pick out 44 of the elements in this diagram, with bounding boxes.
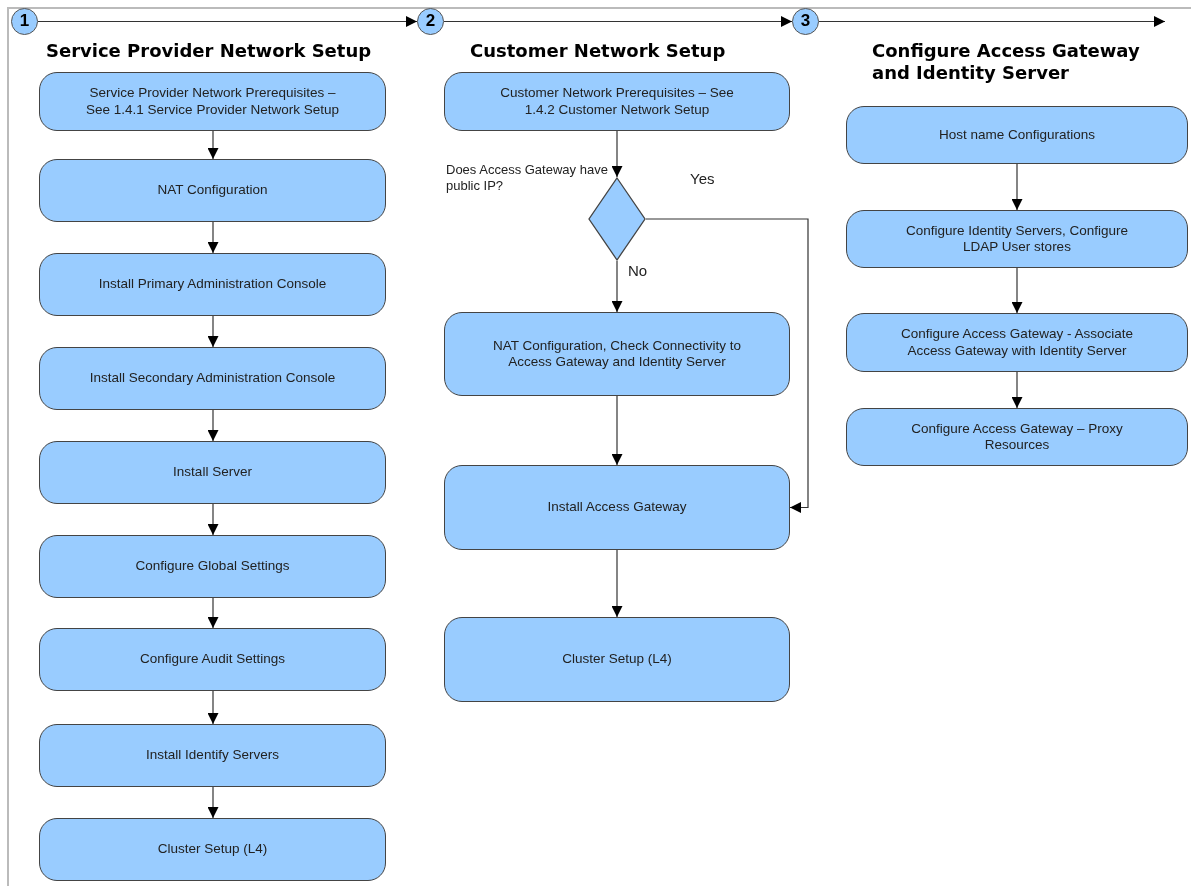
arrow [611,395,623,466]
process-box: Customer Network Prerequisites – See 1.4.2 Customer Network Setup [444,72,790,131]
question-text: Does Access Gateway have public IP? [446,162,609,194]
arrow [1011,371,1023,409]
arrow [207,690,219,725]
step-number-circle: 3 [792,8,819,35]
arrow [207,130,219,160]
arrow [611,260,623,313]
process-box: Install Access Gateway [444,465,790,550]
decision-diamond [588,177,646,261]
step-number-circle: 2 [417,8,444,35]
process-box: Install Primary Administration Console [39,253,386,316]
process-box: Configure Identity Servers, Configure LDAP User stores [846,210,1188,268]
step-number-circle: 1 [11,8,38,35]
process-box: NAT Configuration [39,159,386,222]
arrow [611,549,623,618]
process-box: Install Server [39,441,386,504]
process-box: Configure Audit Settings [39,628,386,691]
arrow [207,503,219,536]
arrow [207,409,219,442]
arrow [611,130,623,178]
arrow [443,16,793,27]
arrow [818,16,1166,27]
process-box: NAT Configuration, Check Connectivity to Access Gateway and Identity Server [444,312,790,396]
process-box: Host name Configurations [846,106,1188,164]
process-box: Install Identify Servers [39,724,386,787]
arrow [207,597,219,629]
process-box: Cluster Setup (L4) [444,617,790,702]
process-box: Install Secondary Administration Console [39,347,386,410]
process-box: Configure Global Settings [39,535,386,598]
arrow [1011,267,1023,314]
process-box: Configure Access Gateway - Associate Access Gateway with Identity Server [846,313,1188,372]
arrow [1011,163,1023,211]
arrow [207,315,219,348]
arrow [37,16,418,27]
process-box: Configure Access Gateway – Proxy Resources [846,408,1188,466]
process-box: Cluster Setup (L4) [39,818,386,881]
process-box: Service Provider Network Prerequisites – See 1.4.1 Service Provider Network Setup [39,72,386,131]
column-heading: Customer Network Setup [470,40,726,62]
arrow [207,221,219,254]
column-heading: Configure Access Gateway and Identity Server [872,40,1141,84]
arrow [645,218,809,513]
column-heading: Service Provider Network Setup [46,40,372,62]
arrow [207,786,219,819]
